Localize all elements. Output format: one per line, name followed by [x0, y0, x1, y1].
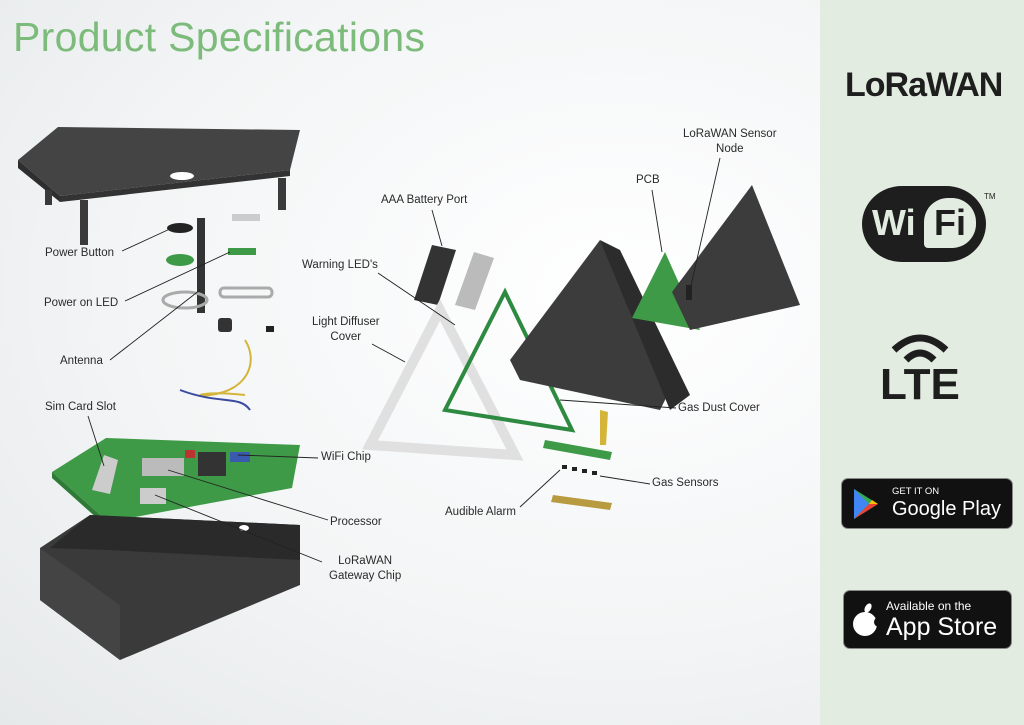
label-processor: Processor — [330, 516, 382, 528]
bottom-housing — [40, 515, 300, 660]
page-title: Product Specifications — [13, 14, 426, 60]
label-light-diffuser: Light Diffuser Cover — [312, 315, 380, 345]
wifi-logo: Wi Fi TM — [862, 180, 996, 264]
label-power-button: Power Button — [45, 247, 115, 259]
app-store-badge[interactable]: Available on the App Store — [843, 590, 1012, 649]
label-power-led: Power on LED — [44, 297, 119, 309]
label-warning-leds: Warning LED's — [302, 259, 378, 271]
power-led-part — [228, 248, 256, 255]
exploded-view-illustration — [18, 127, 800, 660]
wifi-logo-tm: TM — [984, 192, 996, 201]
lorawan-logo: LoRaWAN — [845, 66, 1003, 104]
wifi-logo-fi: Fi — [924, 198, 976, 248]
google-play-small-text: GET IT ON — [892, 486, 940, 497]
wifi-logo-wi: Wi — [872, 202, 916, 243]
leader-lines — [87, 157, 721, 563]
label-gateway-line1: LoRaWAN — [338, 555, 393, 567]
label-node-line1: LoRaWAN Sensor — [683, 128, 777, 140]
label-audible-alarm: Audible Alarm — [445, 506, 516, 518]
top-lid — [18, 127, 300, 245]
label-gas-dust-cover: Gas Dust Cover — [678, 402, 760, 414]
label-wifi-chip: WiFi Chip — [321, 451, 371, 463]
label-diffuser-line1: Light Diffuser — [312, 316, 380, 328]
google-play-badge[interactable]: GET IT ON Google Play — [841, 478, 1013, 529]
label-sim-slot: Sim Card Slot — [45, 401, 116, 413]
label-gas-sensors: Gas Sensors — [652, 477, 719, 489]
label-battery-port: AAA Battery Port — [381, 194, 468, 206]
app-store-small-text: Available on the — [886, 599, 972, 613]
label-diffuser-line2: Cover — [330, 331, 362, 343]
google-play-icon — [854, 489, 878, 519]
label-gateway-line2: Gateway Chip — [329, 570, 402, 582]
power-button-part — [167, 223, 193, 233]
label-node-line2: Node — [716, 143, 744, 155]
label-pcb: PCB — [636, 174, 660, 186]
app-store-big-text: App Store — [886, 613, 998, 641]
label-antenna: Antenna — [60, 355, 103, 367]
sim-card-part — [92, 455, 118, 494]
main-pcb — [52, 438, 300, 528]
label-gateway-chip: LoRaWAN Gateway Chip — [329, 554, 401, 584]
label-sensor-node: LoRaWAN Sensor Node — [683, 127, 777, 157]
lte-signal-icon — [891, 334, 949, 363]
lte-logo: LTE — [880, 360, 960, 409]
apple-logo-icon — [853, 603, 880, 636]
google-play-big-text: Google Play — [892, 498, 1001, 520]
